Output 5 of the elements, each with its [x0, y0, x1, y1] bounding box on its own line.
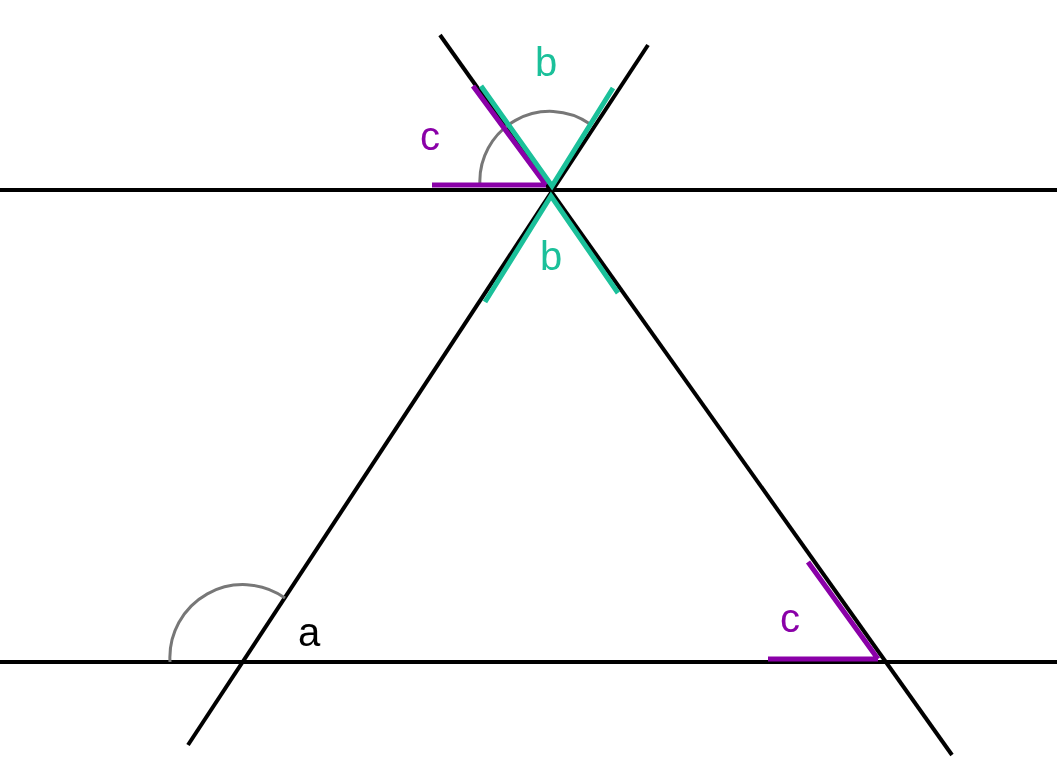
- angle-label: c: [780, 598, 800, 638]
- angle-label: c: [420, 116, 440, 156]
- angle-label: b: [535, 42, 558, 82]
- angle-label: a: [298, 612, 321, 652]
- angle-label: b: [540, 236, 563, 276]
